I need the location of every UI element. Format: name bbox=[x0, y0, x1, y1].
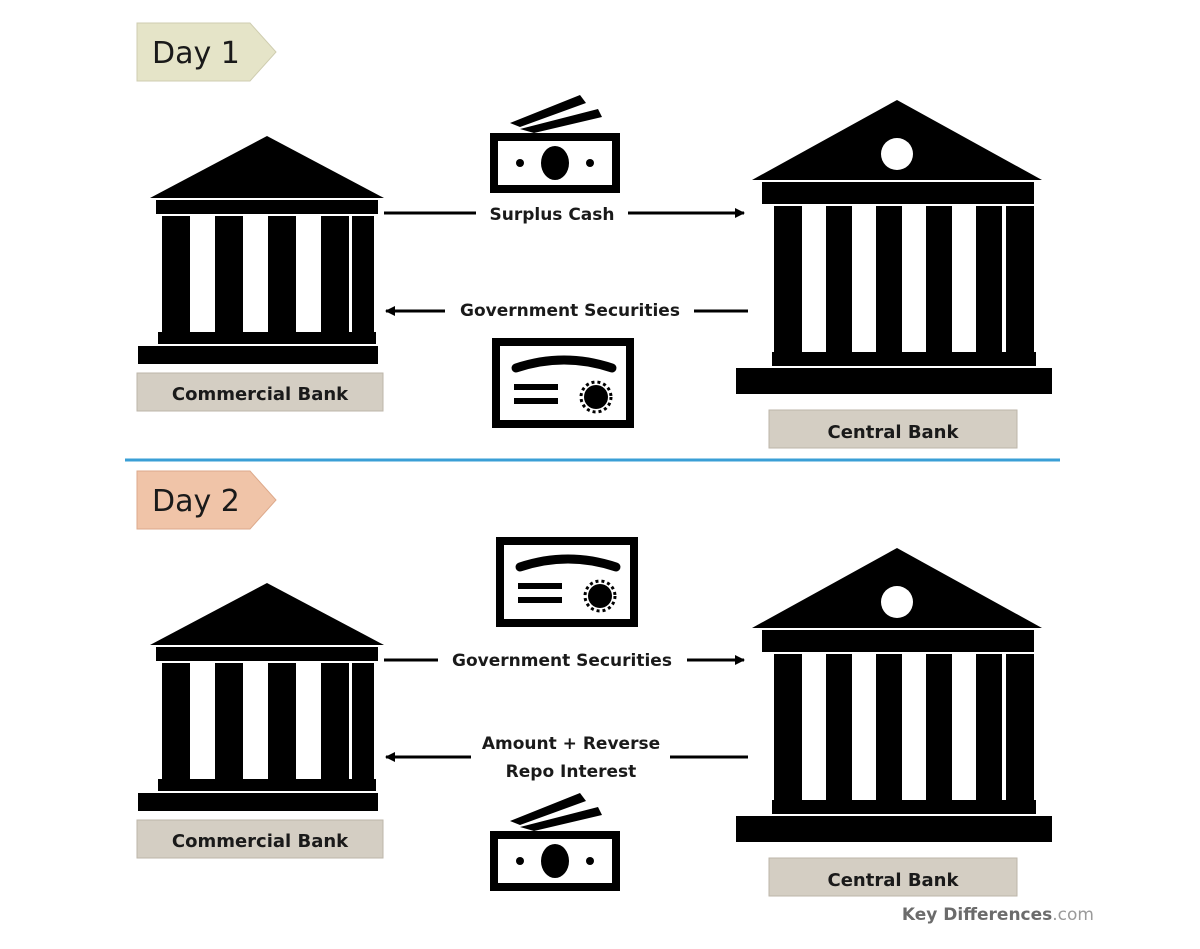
commercial-bank-icon bbox=[138, 136, 384, 364]
surplus-cash-label: Surplus Cash bbox=[489, 205, 614, 225]
watermark-domain: .com bbox=[1052, 905, 1094, 925]
central-bank-icon bbox=[736, 100, 1052, 394]
commercial-bank-label: Commercial Bank bbox=[172, 831, 349, 852]
government-securities-label: Government Securities bbox=[452, 651, 672, 671]
svg-text:Key Differences.com: Key Differences.com bbox=[902, 905, 1094, 925]
day1-tag: Day 1 bbox=[136, 22, 277, 82]
day2-tag: Day 2 bbox=[136, 470, 277, 530]
watermark-name: Key Differences bbox=[902, 905, 1052, 925]
government-securities-label: Government Securities bbox=[460, 301, 680, 321]
commercial-bank-label-box: Commercial Bank bbox=[136, 372, 384, 412]
certificate-icon bbox=[496, 537, 638, 627]
reverse-repo-label-line2: Repo Interest bbox=[506, 762, 637, 782]
cash-icon bbox=[490, 95, 620, 193]
central-bank-label: Central Bank bbox=[828, 870, 960, 891]
cash-icon bbox=[490, 793, 620, 891]
central-bank-label-box: Central Bank bbox=[768, 409, 1018, 449]
commercial-bank-label: Commercial Bank bbox=[172, 384, 349, 405]
central-bank-label-box: Central Bank bbox=[768, 857, 1018, 897]
watermark: Key Differences.com bbox=[902, 905, 1094, 925]
certificate-icon bbox=[492, 338, 634, 428]
day1-section: Day 1 Commercial Bank Central Bank Surpl… bbox=[136, 22, 1052, 449]
commercial-bank-label-box: Commercial Bank bbox=[136, 819, 384, 859]
central-bank-label: Central Bank bbox=[828, 422, 960, 443]
reverse-repo-label-line1: Amount + Reverse bbox=[482, 734, 660, 754]
central-bank-icon bbox=[736, 548, 1052, 842]
commercial-bank-icon bbox=[138, 583, 384, 811]
day2-section: Day 2 Commercial Bank Central Bank Gover… bbox=[136, 470, 1052, 897]
day1-tag-label: Day 1 bbox=[152, 36, 240, 71]
day2-tag-label: Day 2 bbox=[152, 484, 240, 519]
